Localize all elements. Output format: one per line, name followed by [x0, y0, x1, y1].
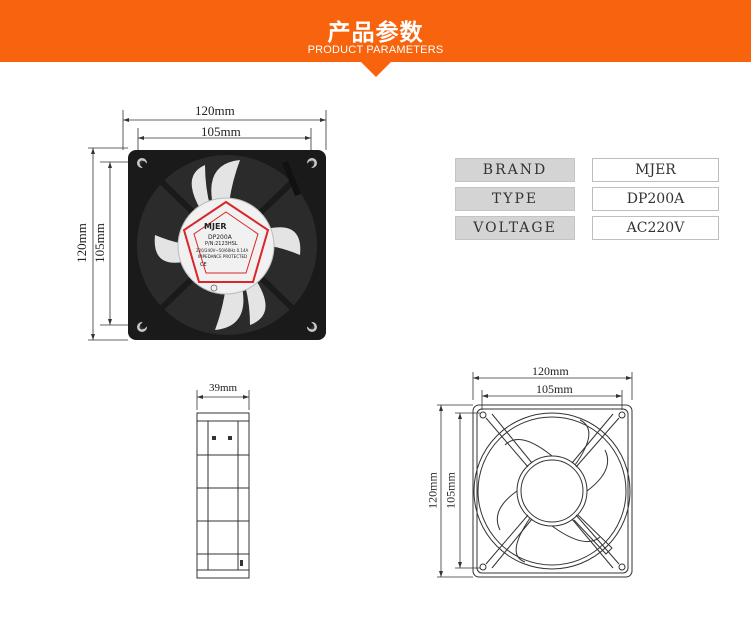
label-protect: IMPEDANCE PROTECTED	[198, 254, 248, 259]
banner-notch	[361, 62, 391, 77]
spec-value: DP200A	[592, 187, 719, 211]
label-spec: 220/240V~50/60Hz 0.14A	[196, 248, 249, 253]
photo-width-inner: 105mm	[201, 124, 241, 139]
drawing-height-outer: 120mm	[425, 472, 440, 509]
drawing-width-outer: 120mm	[532, 364, 569, 378]
label-brand: MJER	[204, 222, 227, 231]
banner-subtitle: PRODUCT PARAMETERS	[307, 44, 444, 56]
spec-row-type: TYPE DP200A	[455, 187, 720, 211]
spec-key: BRAND	[455, 158, 575, 182]
spec-value: MJER	[592, 158, 719, 182]
drawing-height-inner: 105mm	[443, 472, 458, 509]
spec-row-brand: BRAND MJER	[455, 158, 720, 182]
photo-width-outer: 120mm	[195, 103, 235, 118]
spec-key: VOLTAGE	[455, 216, 575, 240]
label-model: DP200A	[208, 234, 232, 241]
spec-value: AC220V	[592, 216, 719, 240]
header-banner	[0, 0, 751, 62]
spec-row-voltage: VOLTAGE AC220V	[455, 216, 720, 240]
banner-title: 产品参数	[327, 20, 424, 46]
side-depth: 39mm	[209, 382, 238, 394]
drawing-width-inner: 105mm	[536, 382, 573, 396]
label-part: P/N:2123HSL	[205, 241, 238, 247]
spec-key: TYPE	[455, 187, 575, 211]
label-ce: CE	[200, 262, 207, 268]
